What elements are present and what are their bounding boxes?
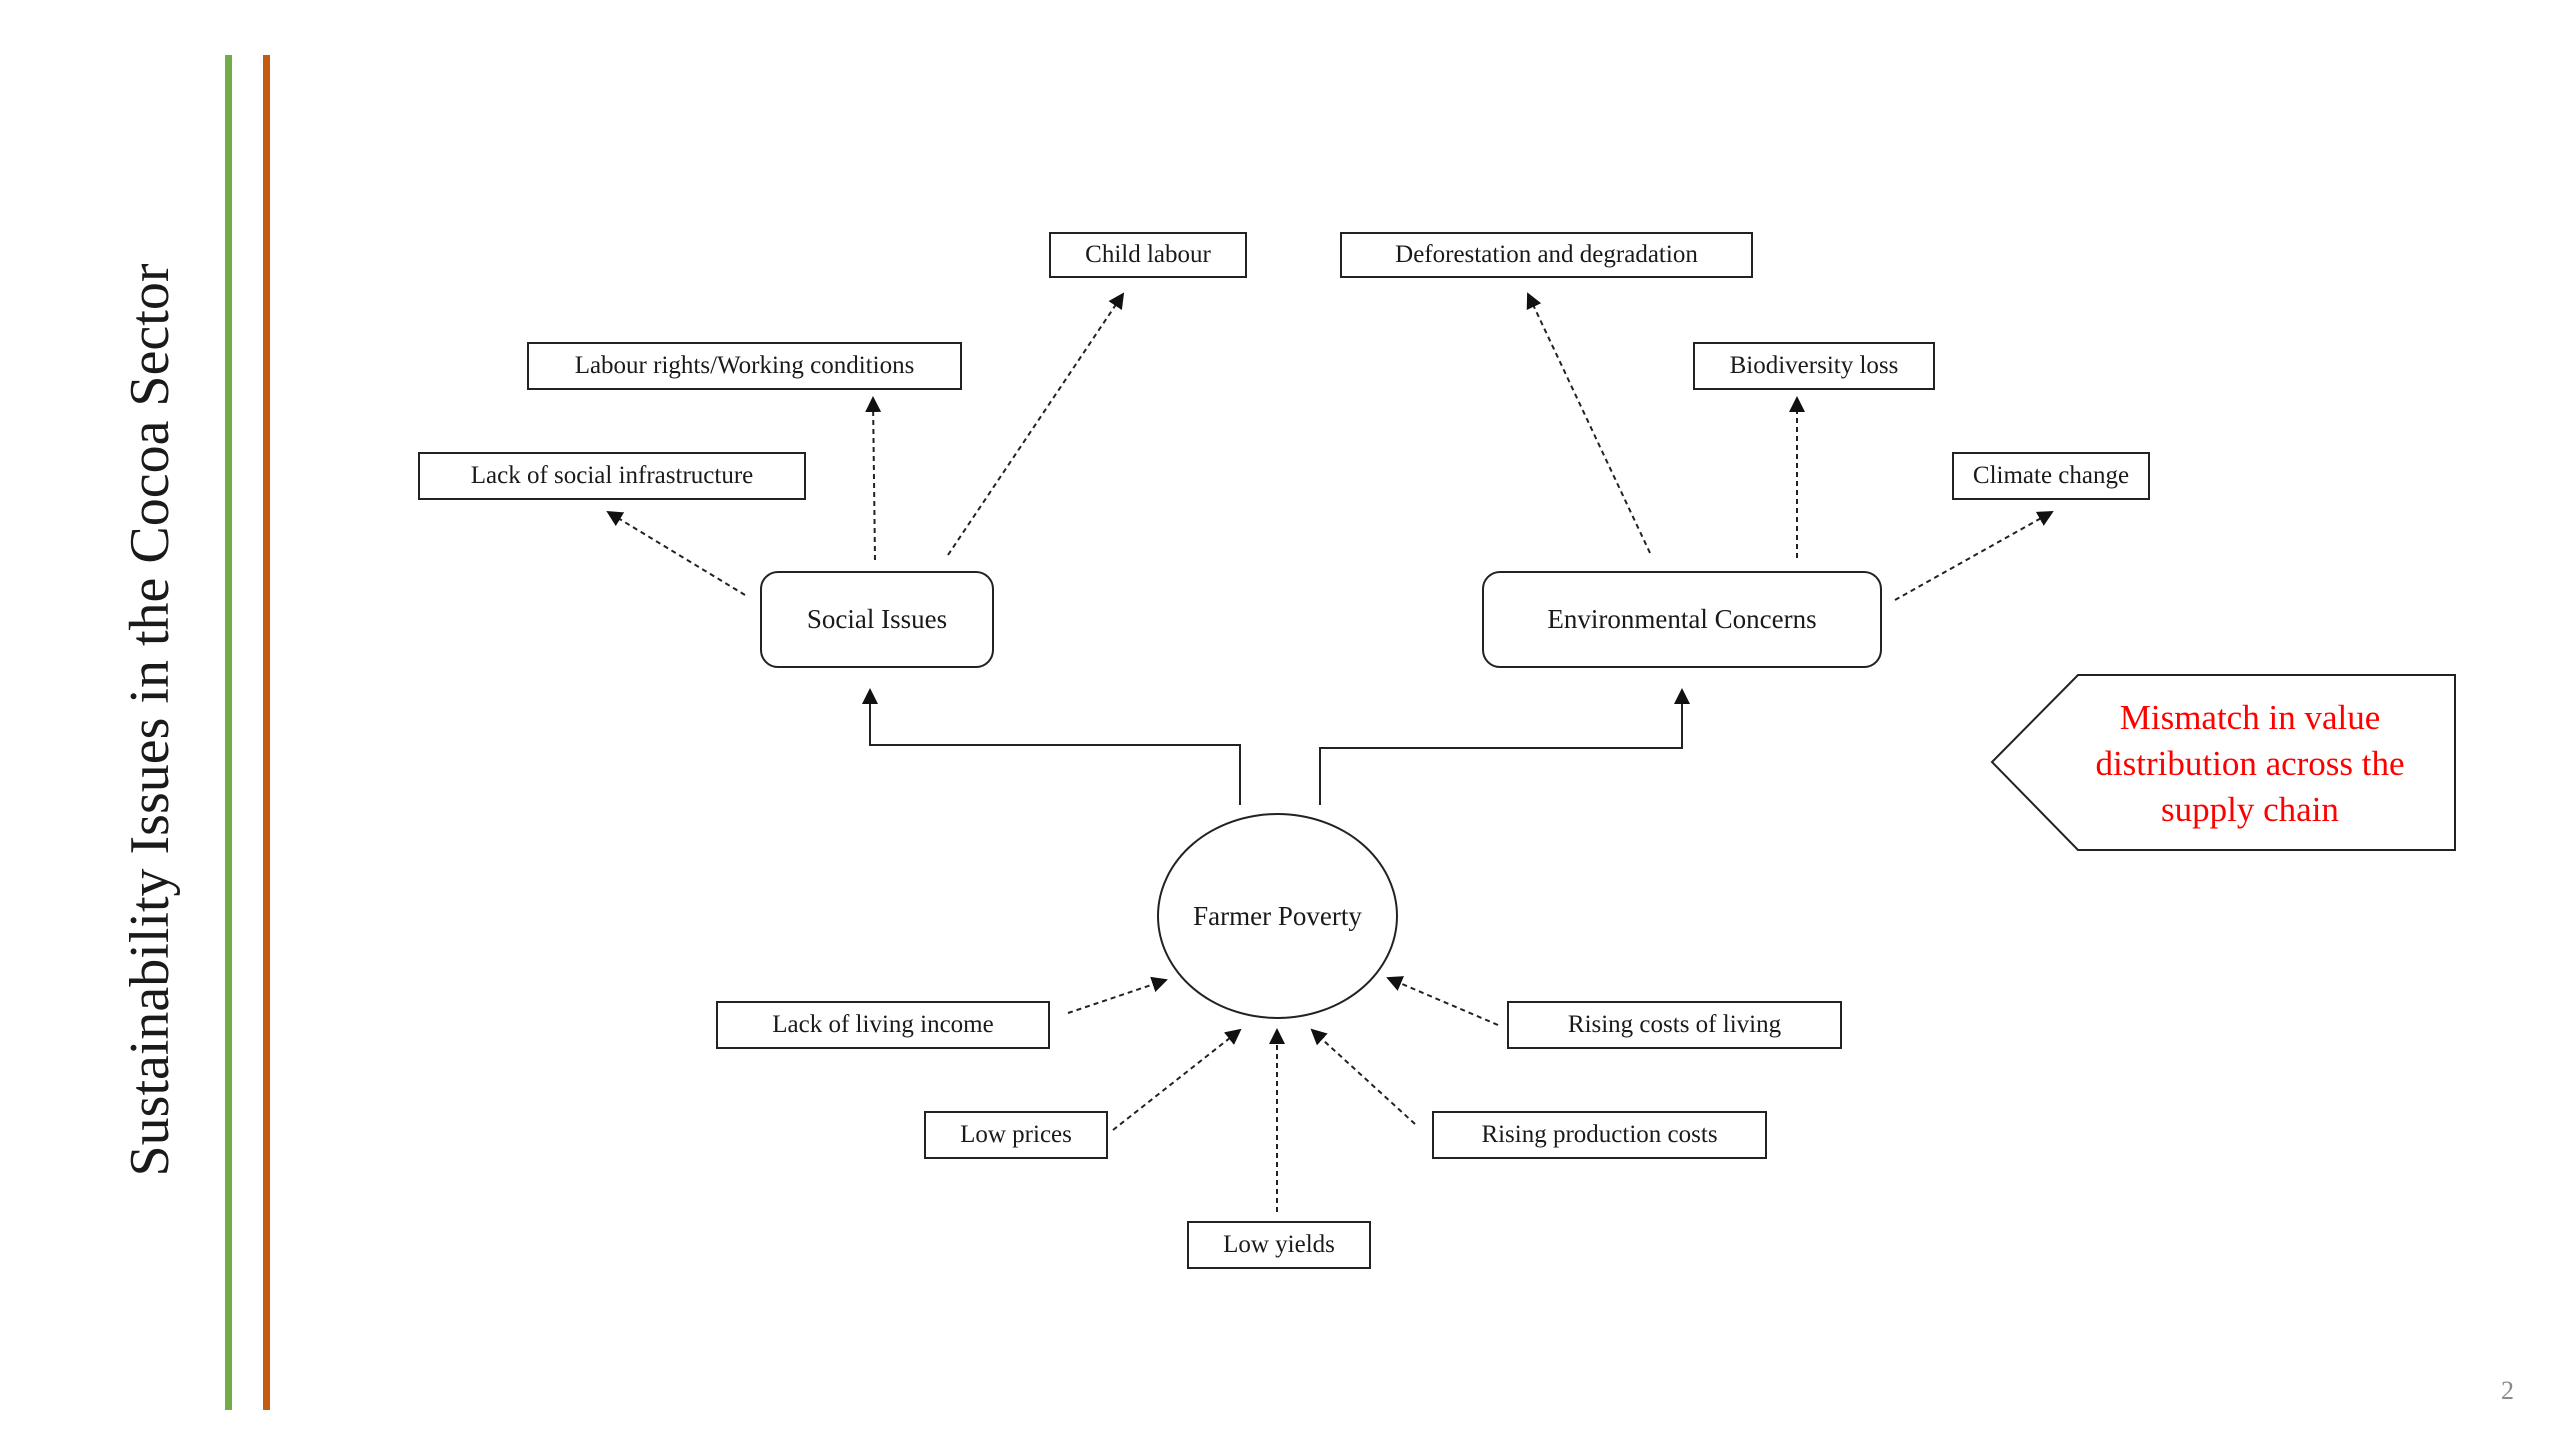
- issue-biodiversity-loss: Biodiversity loss: [1693, 342, 1935, 390]
- cause-rising-costs-of-living: Rising costs of living: [1507, 1001, 1842, 1049]
- cause-lack-of-living-income: Lack of living income: [716, 1001, 1050, 1049]
- callout-line-3: supply chain: [2161, 790, 2339, 829]
- arrow-social-to-child-labour: [947, 292, 1125, 556]
- issue-deforestation: Deforestation and degradation: [1340, 232, 1753, 278]
- arrow-poverty-to-social: [862, 688, 1241, 805]
- callout-line-2: distribution across the: [2095, 744, 2405, 783]
- callout-shape: [1990, 674, 2456, 851]
- arrow-env-to-climate: [1894, 511, 2054, 601]
- arrow-poverty-to-environmental: [1319, 688, 1690, 805]
- issue-child-labour: Child labour: [1049, 232, 1247, 278]
- issue-lack-of-social-infrastructure: Lack of social infrastructure: [418, 452, 806, 500]
- arrow-social-to-infrastructure: [606, 510, 746, 596]
- node-social-issues: Social Issues: [760, 571, 994, 668]
- accent-bar-orange: [263, 55, 270, 1410]
- cause-rising-production-costs: Rising production costs: [1432, 1111, 1767, 1159]
- cause-low-prices: Low prices: [924, 1111, 1108, 1159]
- arrow-production-costs-to-poverty: [1310, 1028, 1416, 1125]
- cause-low-yields: Low yields: [1187, 1221, 1371, 1269]
- node-farmer-poverty: Farmer Poverty: [1157, 813, 1398, 1019]
- arrow-social-to-labour-rights: [865, 396, 882, 561]
- issue-labour-rights: Labour rights/Working conditions: [527, 342, 962, 390]
- issue-climate-change: Climate change: [1952, 452, 2150, 500]
- arrow-prices-to-poverty: [1112, 1028, 1242, 1131]
- arrow-income-to-poverty: [1067, 976, 1168, 1014]
- arrow-env-to-deforestation: [1526, 292, 1651, 554]
- arrow-living-costs-to-poverty: [1386, 976, 1499, 1026]
- callout-text: Mismatch in value distribution across th…: [2030, 695, 2470, 833]
- page-number: 2: [2501, 1376, 2514, 1405]
- accent-bar-green: [225, 55, 232, 1410]
- node-environmental-concerns: Environmental Concerns: [1482, 571, 1882, 668]
- callout-line-1: Mismatch in value: [2119, 698, 2381, 737]
